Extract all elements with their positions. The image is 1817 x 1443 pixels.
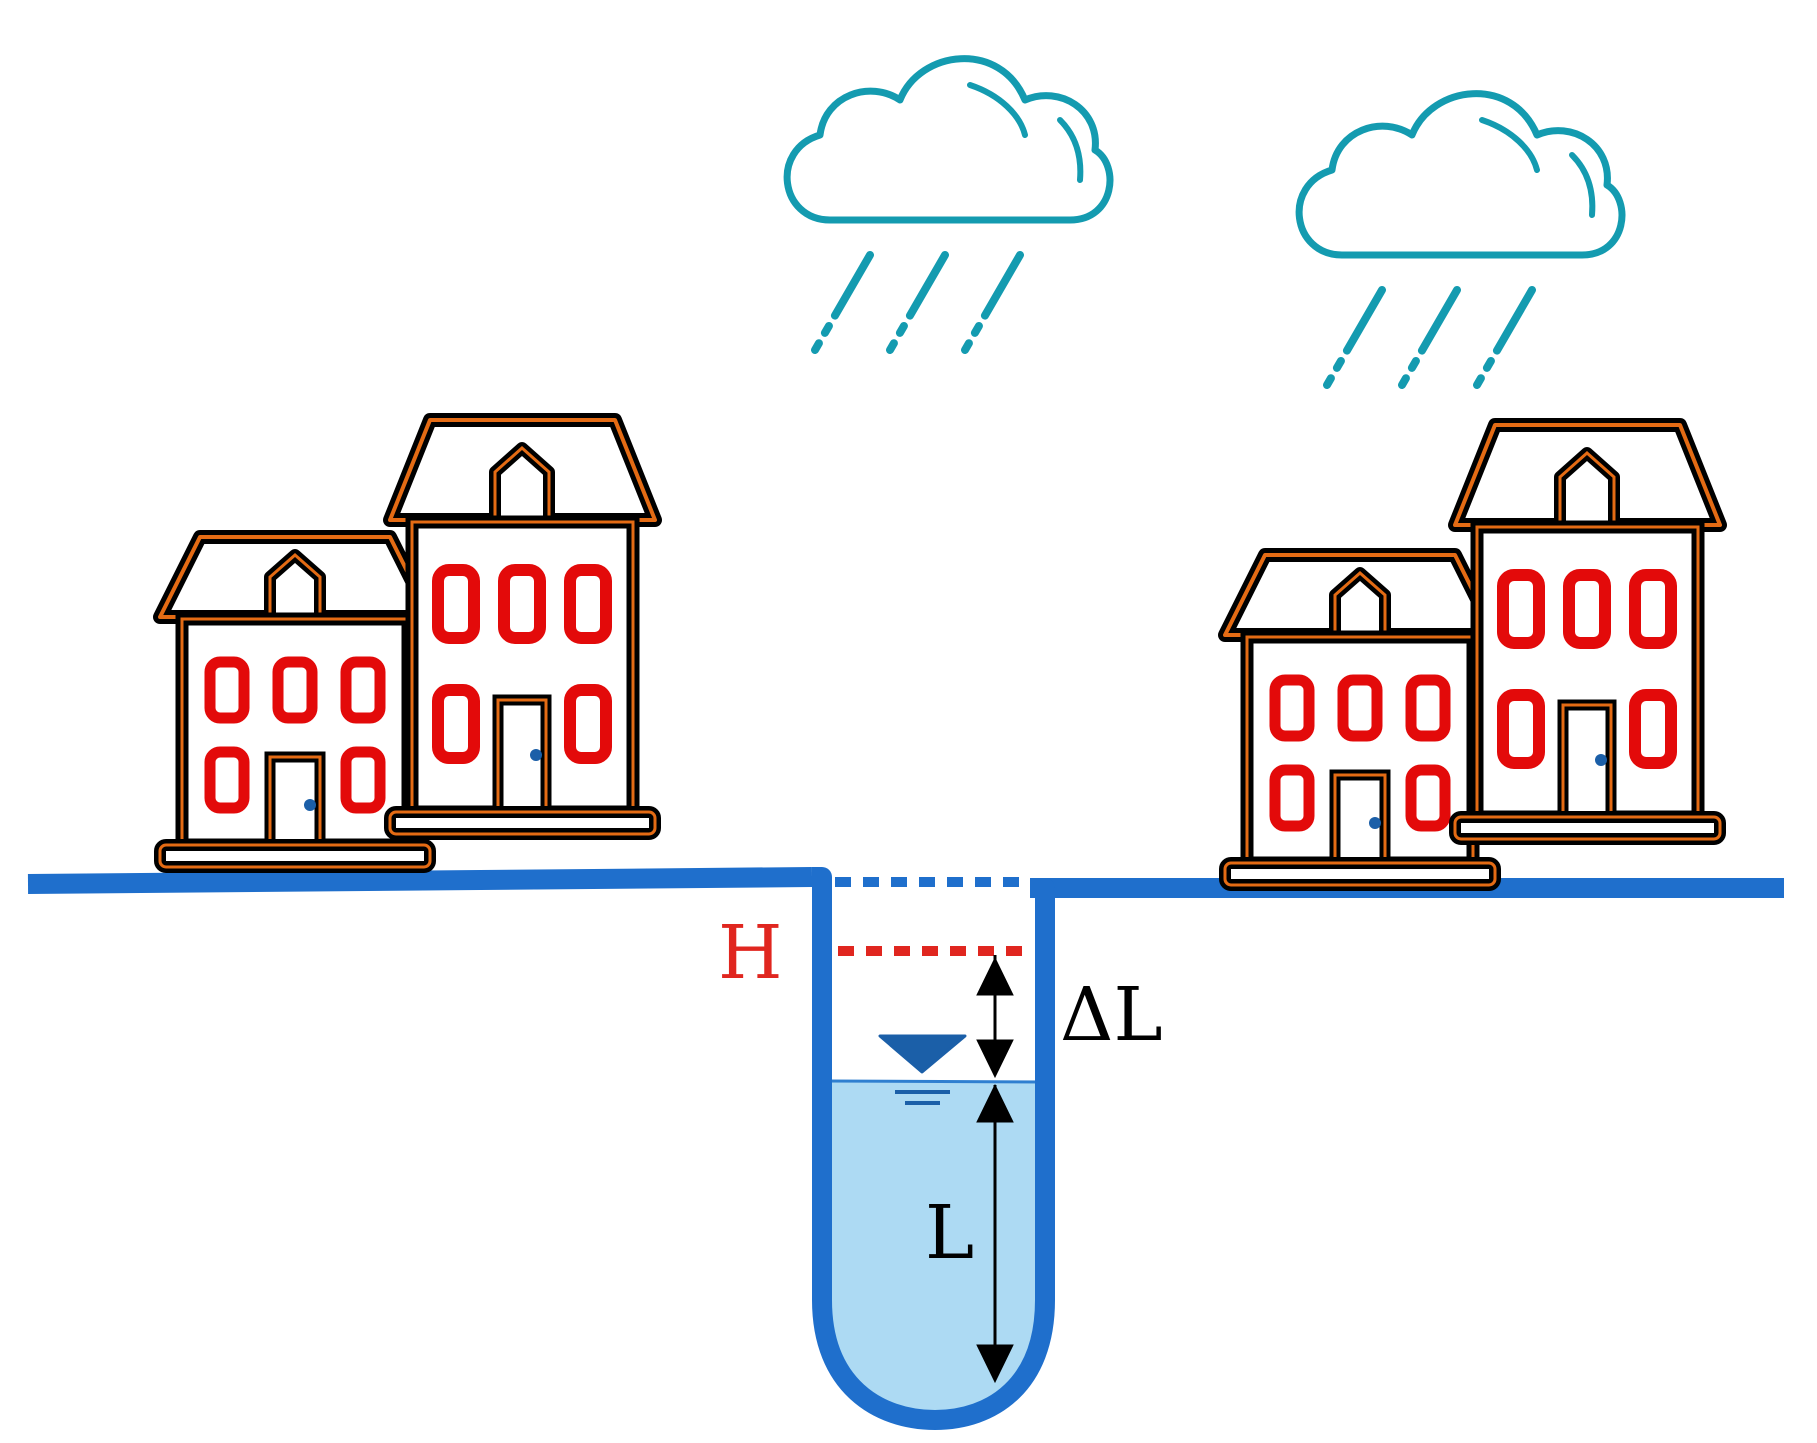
house-icon-right-tall (1455, 425, 1720, 839)
ground-line-left (27, 867, 813, 894)
h-label: H (718, 910, 783, 996)
house-icon-left-tall (390, 420, 655, 834)
l-dimension-arrow (976, 1083, 1014, 1384)
water-surface-line (827, 1079, 1043, 1084)
l-label: L (925, 1190, 974, 1276)
rain-cloud-icon-right (1299, 94, 1622, 385)
well-water (828, 1080, 1042, 1415)
water-level-icon (878, 1034, 967, 1105)
rain-cloud-icon-left (787, 59, 1110, 350)
well-wall (812, 867, 1055, 1430)
delta-l-dimension-arrow (976, 955, 1014, 1079)
delta-l-label: ΔL (1060, 972, 1163, 1058)
